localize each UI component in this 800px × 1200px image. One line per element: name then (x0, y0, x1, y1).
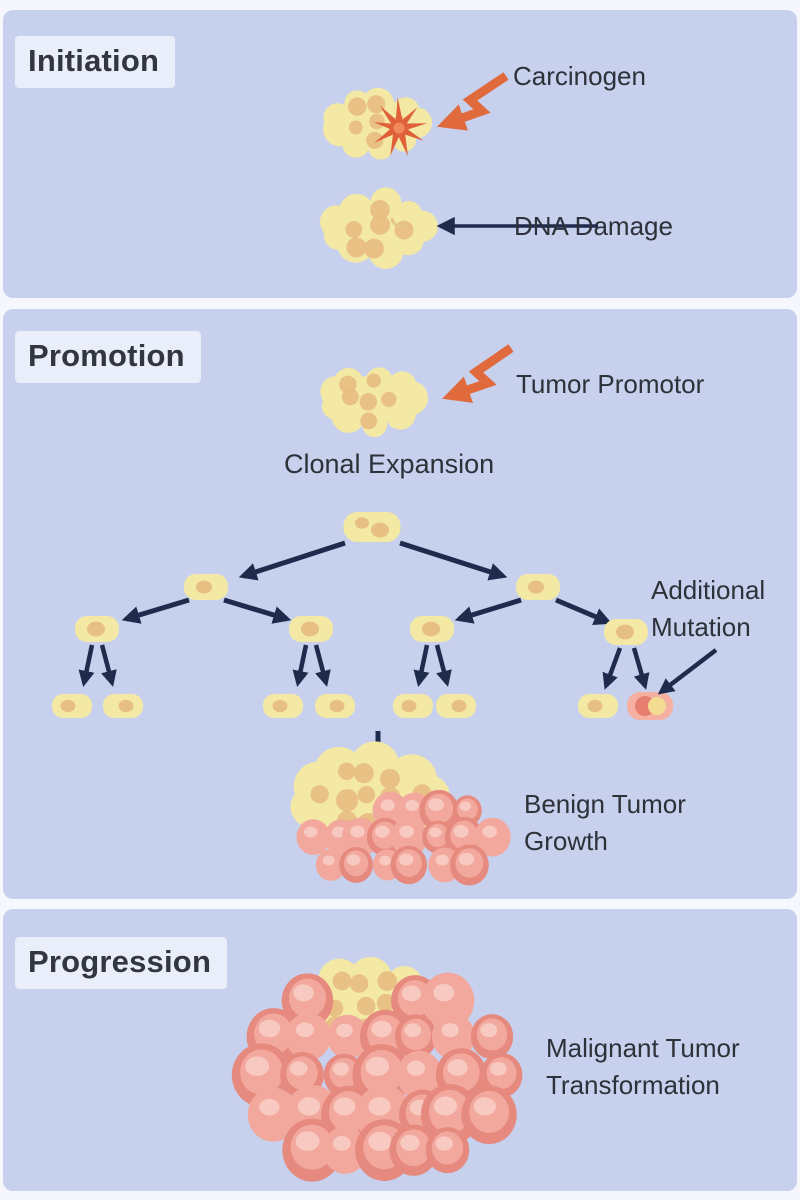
additional-mutation-line2: Mutation (651, 612, 751, 642)
promotion-section-label: Promotion (15, 331, 201, 383)
malignant-tumor-line1: Malignant Tumor (546, 1033, 740, 1063)
additional-mutation-line1: Additional (651, 575, 766, 605)
carcinogen-label: Carcinogen (513, 61, 646, 91)
benign-tumor-label: Benign Tumor Growth (524, 786, 686, 860)
benign-tumor-line2: Growth (524, 826, 608, 856)
malignant-tumor-line2: Transformation (546, 1070, 720, 1100)
dna-damage-label: DNA Damage (514, 211, 673, 241)
progression-section-label: Progression (15, 937, 228, 989)
initiation-section-label: Initiation (15, 36, 176, 88)
malignant-tumor-label: Malignant Tumor Transformation (546, 1030, 740, 1104)
clonal-expansion-label: Clonal Expansion (284, 449, 495, 479)
tumor-promotor-label: Tumor Promotor (516, 369, 705, 399)
benign-tumor-line1: Benign Tumor (524, 789, 686, 819)
additional-mutation-label: Additional Mutation (651, 572, 765, 646)
